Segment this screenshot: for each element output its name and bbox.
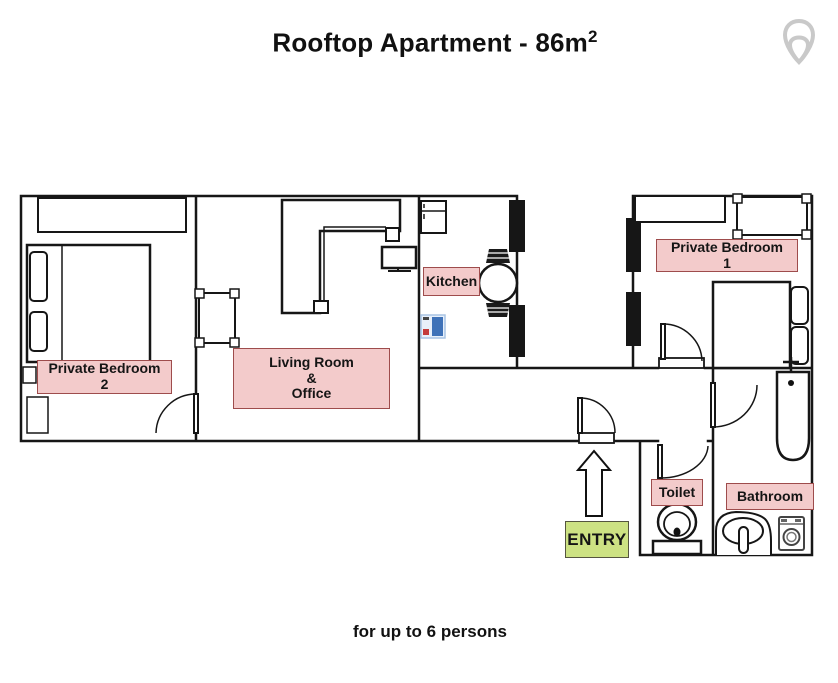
room-label-line: 2 xyxy=(100,376,109,392)
pillow-icon xyxy=(790,326,809,365)
cabinet-icon xyxy=(26,396,49,434)
double-bed-icon xyxy=(25,243,152,364)
door-icon xyxy=(710,382,758,428)
pillow-icon xyxy=(790,286,809,325)
sink-icon xyxy=(715,510,772,555)
double-bed-icon xyxy=(711,280,809,370)
room-label-toilet: Toilet xyxy=(651,479,703,506)
toilet-room xyxy=(651,444,709,556)
wall-column xyxy=(626,292,641,346)
page-title-text: Rooftop Apartment - 86m xyxy=(272,27,588,58)
room-label-line: Living Room xyxy=(269,353,354,370)
entry-door-icon xyxy=(577,397,616,444)
chair-icon xyxy=(486,249,510,263)
bathtub-icon xyxy=(775,357,811,462)
shelf-icon xyxy=(22,366,37,384)
wall-column xyxy=(509,200,525,252)
room-label-bathroom: Bathroom xyxy=(726,483,814,510)
room-label-line: Private Bedroom xyxy=(48,360,161,377)
room-label-living-room-office: Living Room & Office xyxy=(233,348,390,409)
living-room-furniture xyxy=(194,198,418,348)
wall-column xyxy=(509,305,525,357)
office-table-icon xyxy=(194,288,240,348)
entry-arrow-icon xyxy=(575,449,613,517)
sofa-icon xyxy=(280,198,402,315)
door-icon xyxy=(155,393,199,434)
page-title: Rooftop Apartment - 86m2 xyxy=(16,27,838,59)
wardrobe-icon xyxy=(634,195,726,223)
door-icon xyxy=(657,444,709,479)
entry-label-text: ENTRY xyxy=(567,529,627,549)
capacity-caption: for up to 6 persons xyxy=(353,622,507,641)
door-icon xyxy=(658,323,705,369)
pillow-icon xyxy=(29,311,48,352)
room-label-line: Private Bedroom xyxy=(670,238,784,255)
fridge-icon xyxy=(420,200,447,234)
room-label-line: Kitchen xyxy=(425,272,478,289)
washing-machine-icon xyxy=(778,516,805,551)
kitchen-furniture xyxy=(420,200,519,339)
page-title-superscript: 2 xyxy=(587,27,598,46)
tv-icon xyxy=(380,245,418,272)
room-label-line: 1 xyxy=(723,254,731,271)
room-label-kitchen: Kitchen xyxy=(423,267,480,296)
wardrobe-icon xyxy=(37,197,187,233)
bedroom2-furniture xyxy=(22,197,199,434)
wall-column xyxy=(626,218,641,272)
bathroom-room xyxy=(710,357,811,555)
room-label-line: Toilet xyxy=(658,483,696,500)
room-label-line: Bathroom xyxy=(736,487,804,504)
chair-icon xyxy=(486,303,510,317)
stove-icon xyxy=(420,314,446,339)
toilet-icon xyxy=(651,502,703,556)
airbnb-logo-icon xyxy=(782,18,816,65)
office-table-icon xyxy=(732,193,812,240)
pillow-icon xyxy=(29,251,48,302)
room-label-line: Office xyxy=(291,385,332,402)
room-label-private-bedroom-1: Private Bedroom 1 xyxy=(656,239,798,272)
room-label-line: & xyxy=(306,369,317,386)
bedroom1-furniture xyxy=(634,193,812,370)
entry-label: ENTRY xyxy=(565,521,629,558)
room-label-private-bedroom-2: Private Bedroom 2 xyxy=(37,360,172,394)
